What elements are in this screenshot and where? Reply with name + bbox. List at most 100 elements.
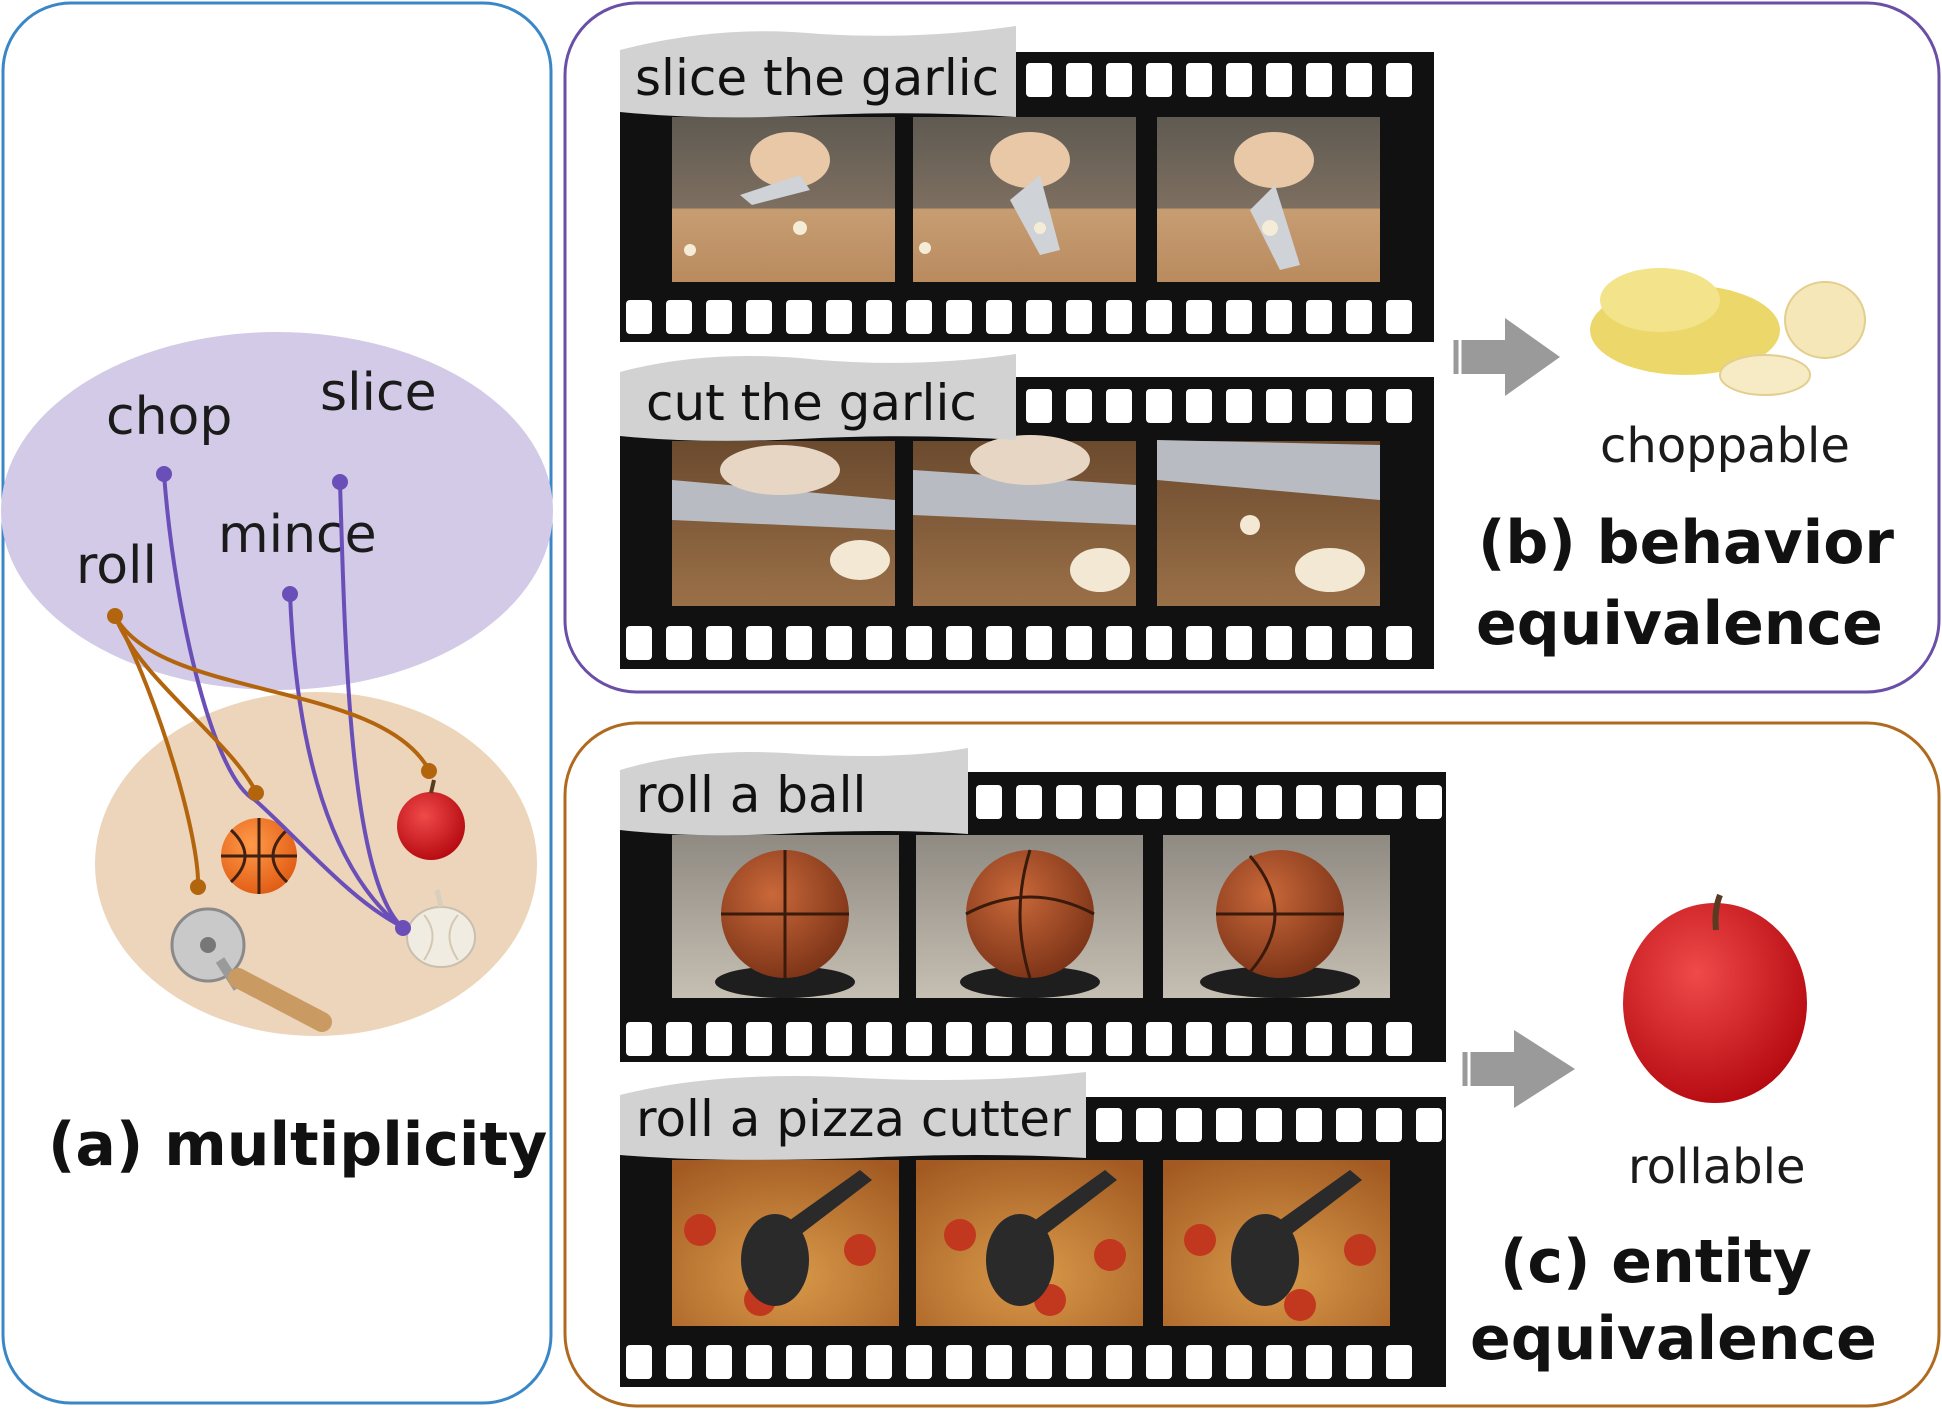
sprocket-hole (746, 1345, 772, 1379)
panel-b: slice the garlic cut the garlic (563, 1, 1941, 694)
panel-b-caption-line2: equivalence (1476, 589, 1883, 659)
link-endpoints (107, 466, 437, 936)
sprocket-hole (1186, 626, 1212, 660)
sprocket-hole (986, 300, 1012, 334)
sprocket-hole (786, 1345, 812, 1379)
sprocket-hole (1176, 1108, 1202, 1142)
verb-slice: slice (320, 363, 437, 423)
sprocket-hole (1146, 626, 1172, 660)
sprocket-hole (1016, 785, 1042, 819)
sprocket-hole (1066, 626, 1092, 660)
sprocket-hole (1226, 63, 1252, 97)
panel-a-border (1, 1, 553, 1405)
sprocket-hole (1266, 626, 1292, 660)
clip-label-ball: roll a ball (636, 766, 866, 824)
sprocket-hole (1146, 300, 1172, 334)
sprocket-hole (1226, 1345, 1252, 1379)
sprocket-hole (866, 1345, 892, 1379)
sprocket-hole (1296, 785, 1322, 819)
sprocket-hole (986, 626, 1012, 660)
sprocket-hole (826, 300, 852, 334)
sprocket-hole (746, 626, 772, 660)
sprocket-hole (1346, 1345, 1372, 1379)
sprocket-hole (786, 1022, 812, 1056)
sprocket-hole (666, 626, 692, 660)
sprocket-hole (906, 1022, 932, 1056)
clip-label-cut: cut the garlic (646, 374, 977, 432)
sprocket-hole (1096, 785, 1122, 819)
sprocket-hole (1026, 63, 1052, 97)
sprocket-hole (1026, 300, 1052, 334)
sprocket-hole (626, 626, 652, 660)
sprocket-hole (986, 1345, 1012, 1379)
sprocket-hole (826, 626, 852, 660)
sprocket-hole (1146, 1345, 1172, 1379)
sprocket-hole (1026, 389, 1052, 423)
sprocket-hole (1106, 1345, 1132, 1379)
sprocket-hole (1376, 785, 1402, 819)
sprocket-hole (1066, 1345, 1092, 1379)
sprocket-hole (986, 1022, 1012, 1056)
sprocket-hole (1306, 1022, 1332, 1056)
sprocket-hole (1186, 389, 1212, 423)
sprocket-hole (906, 1345, 932, 1379)
sprocket-hole (1216, 1108, 1242, 1142)
sprocket-hole (1186, 300, 1212, 334)
clip-tag-cut: cut the garlic (620, 354, 1016, 441)
apple-result-icon (1623, 893, 1807, 1103)
sprocket-hole (1306, 300, 1332, 334)
sprocket-hole (866, 300, 892, 334)
sprocket-hole (1346, 626, 1372, 660)
sprocket-hole (1226, 300, 1252, 334)
sprocket-hole (1386, 389, 1412, 423)
sprocket-hole (1136, 1108, 1162, 1142)
sprocket-hole (786, 626, 812, 660)
sprocket-hole (1186, 1022, 1212, 1056)
sprocket-hole (666, 1345, 692, 1379)
sprocket-hole (826, 1345, 852, 1379)
sprocket-hole (1306, 63, 1332, 97)
sprocket-hole (1106, 626, 1132, 660)
sprocket-hole (1146, 1022, 1172, 1056)
verb-chop: chop (106, 387, 232, 447)
sprocket-hole (1106, 1022, 1132, 1056)
sprocket-hole (1226, 1022, 1252, 1056)
clip-tag-ball: roll a ball (620, 748, 968, 836)
sprocket-hole (1386, 1022, 1412, 1056)
arrow-right-icon (1459, 1030, 1575, 1108)
sprocket-hole (1186, 63, 1212, 97)
result-label-choppable: choppable (1600, 418, 1850, 474)
arrow-right-icon (1450, 318, 1560, 396)
pizza-cutter-icon (170, 907, 332, 1032)
sprocket-hole (946, 300, 972, 334)
panel-c-border (563, 721, 1941, 1408)
verb-roll: roll (76, 536, 157, 596)
sprocket-hole (1026, 626, 1052, 660)
sprocket-hole (1336, 785, 1362, 819)
sprocket-hole (1026, 1345, 1052, 1379)
sprocket-hole (1186, 1345, 1212, 1379)
sprocket-hole (666, 300, 692, 334)
minced-garlic-icon (1590, 268, 1866, 396)
sprocket-hole (1266, 1345, 1292, 1379)
sprocket-hole (1306, 626, 1332, 660)
sprocket-hole (666, 1022, 692, 1056)
sprocket-hole (1256, 1108, 1282, 1142)
sprocket-hole (1266, 389, 1292, 423)
sprocket-hole (626, 300, 652, 334)
sprocket-hole (1176, 785, 1202, 819)
sprocket-hole (626, 1345, 652, 1379)
clip-tag-slice: slice the garlic (620, 26, 1016, 118)
sprocket-holes (626, 389, 1412, 660)
clip-tag-pizza: roll a pizza cutter (620, 1072, 1086, 1160)
sprocket-hole (1306, 389, 1332, 423)
sprocket-hole (1056, 785, 1082, 819)
sprocket-hole (1066, 1022, 1092, 1056)
sprocket-hole (1066, 389, 1092, 423)
apple-icon (397, 779, 465, 860)
panel-b-caption-line1: (b) behavior (1478, 508, 1894, 578)
sprocket-hole (786, 300, 812, 334)
sprocket-hole (1106, 300, 1132, 334)
sprocket-hole (1386, 63, 1412, 97)
